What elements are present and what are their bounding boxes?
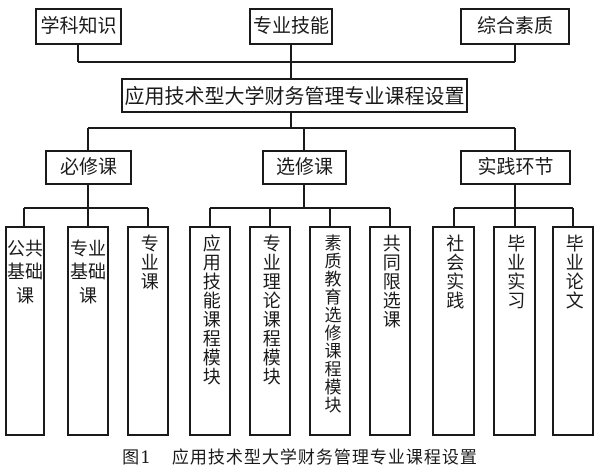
category-elective-courses: 选修课 [262, 150, 347, 185]
leaf-graduation-thesis: 毕业论文 [552, 226, 594, 436]
leaf-graduation-internship: 毕业实习 [493, 226, 536, 436]
top-node-comprehensive-quality: 综合素质 [460, 8, 570, 45]
leaf-professional-courses: 专业课 [127, 226, 169, 436]
leaf-quality-education-module: 素质教育选修课程模块 [309, 226, 351, 436]
leaf-professional-theory-module: 专业理论课程模块 [249, 226, 291, 436]
top-node-professional-skills: 专业技能 [249, 8, 333, 45]
root-node-course-setup: 应用技术型大学财务管理专业课程设置 [121, 78, 468, 113]
category-practice: 实践环节 [460, 150, 571, 185]
leaf-social-practice: 社会实践 [432, 226, 475, 436]
figure-title: 应用技术型大学财务管理专业课程设置 [171, 448, 478, 468]
top-node-subject-knowledge: 学科知识 [35, 8, 122, 45]
leaf-common-restricted-electives: 共同限选课 [369, 226, 411, 436]
leaf-public-foundation: 公共基础课 [5, 226, 45, 436]
leaf-applied-skills-module: 应用技能课程模块 [189, 226, 231, 436]
category-required-courses: 必修课 [45, 150, 132, 185]
figure-number: 图1 [122, 448, 152, 468]
leaf-professional-foundation: 专业基础课 [67, 226, 109, 436]
figure-caption: 图1 应用技术型大学财务管理专业课程设置 [0, 443, 600, 468]
